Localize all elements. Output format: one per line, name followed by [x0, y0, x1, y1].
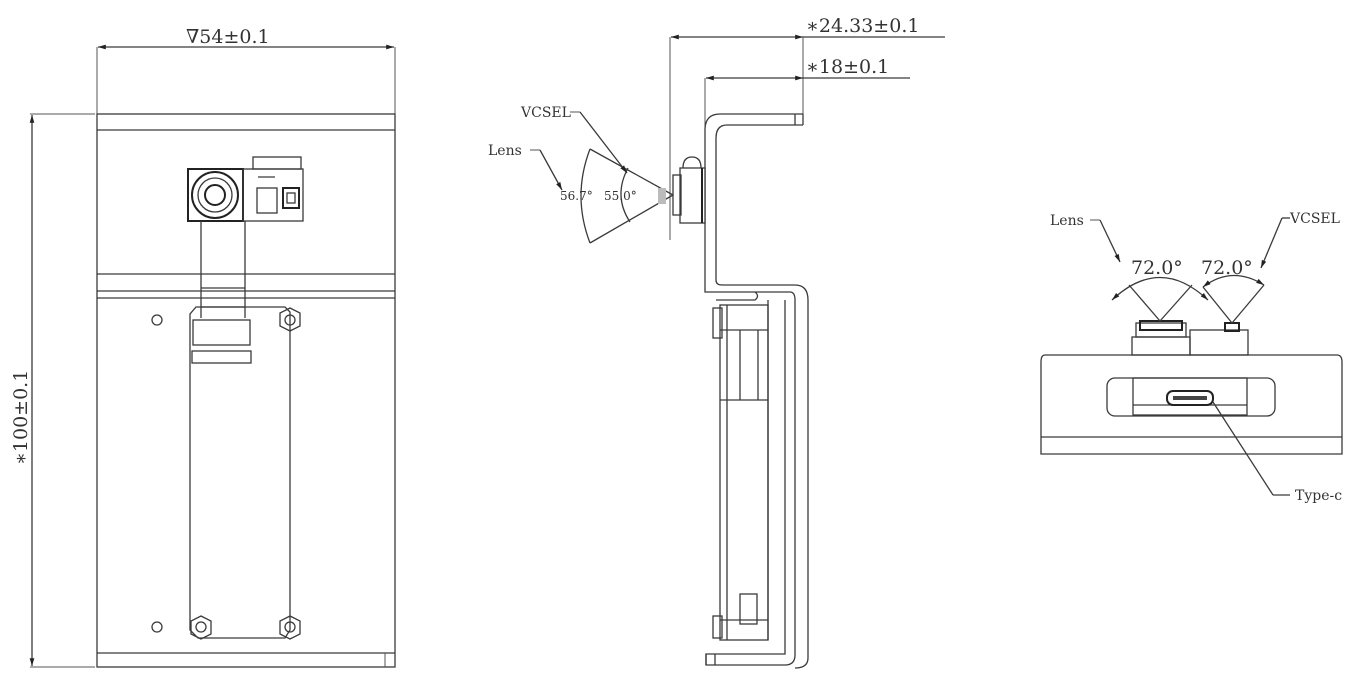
- depth-dimension-inner: ∗18±0.1: [704, 37, 910, 145]
- depth-dimension-outer: ∗24.33±0.1: [669, 15, 945, 240]
- flex-cable: [200, 221, 246, 318]
- hex-nut: [279, 615, 301, 640]
- height-dim-label: ∗100±0.1: [10, 370, 32, 465]
- sensor-head: [672, 156, 706, 224]
- height-dimension: ∗100±0.1: [10, 113, 95, 668]
- bottom-vcsel-label: VCSEL: [1289, 211, 1340, 227]
- bottom-view: Lens VCSEL 72.0° 72.0° Type-c: [1040, 211, 1343, 504]
- bottom-lens-fov: [1111, 277, 1209, 322]
- depth-inner-label: ∗18±0.1: [806, 56, 889, 78]
- front-view: ∇54±0.1 ∗100±0.1: [10, 26, 396, 668]
- pcb-board: [189, 306, 291, 639]
- width-dim-label: ∇54±0.1: [186, 26, 270, 48]
- type-c-port: [1166, 390, 1214, 406]
- mount-hole: [151, 621, 163, 633]
- depth-outer-label: ∗24.33±0.1: [806, 15, 919, 37]
- vcsel-module: [1189, 322, 1249, 356]
- lens-module: [1131, 320, 1191, 356]
- mount-hole: [151, 314, 163, 326]
- bottom-labels: Lens VCSEL 72.0° 72.0° Type-c: [1050, 211, 1342, 504]
- bottom-vcsel-fov: [1202, 274, 1265, 324]
- type-c-label: Type-c: [1295, 488, 1342, 504]
- hex-nut: [279, 307, 301, 332]
- bottom-lens-label: Lens: [1050, 213, 1084, 229]
- side-lens-angle: 56.7°: [560, 189, 593, 203]
- width-dimension: ∇54±0.1: [96, 26, 396, 115]
- pcb-stack: [712, 291, 769, 641]
- side-view: ∗24.33±0.1 ∗18±0.1: [488, 15, 945, 669]
- housing: [1040, 354, 1343, 455]
- mount-bracket: [704, 113, 809, 669]
- bottom-vcsel-angle: 72.0°: [1201, 257, 1253, 279]
- hex-nut: [190, 615, 212, 640]
- side-vcsel-label: VCSEL: [520, 105, 571, 121]
- side-labels: VCSEL Lens 56.7° 55.0°: [488, 105, 637, 203]
- side-vcsel-angle: 55.0°: [604, 189, 637, 203]
- side-lens-label: Lens: [488, 143, 522, 159]
- camera-module: [187, 156, 304, 222]
- bottom-lens-angle: 72.0°: [1131, 257, 1183, 279]
